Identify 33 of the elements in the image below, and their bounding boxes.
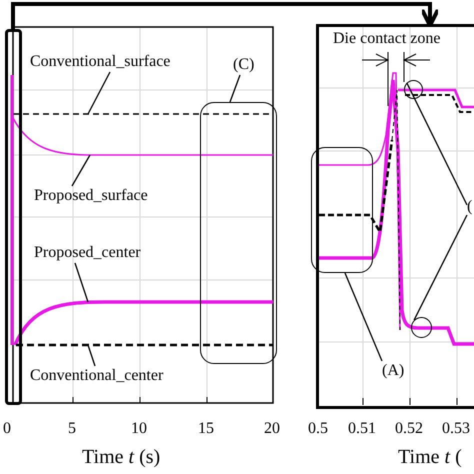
axis-title: Time t (	[398, 446, 462, 468]
dimension-label: Die contact zone	[333, 30, 440, 48]
tick-label: 0.53	[442, 420, 470, 438]
tick-label: 10	[131, 420, 147, 438]
callout-label: (A)	[382, 361, 404, 381]
leader-line	[71, 154, 91, 186]
highlight-frame	[5, 29, 22, 405]
leader-line	[344, 272, 383, 362]
highlight-frame	[200, 102, 277, 364]
leader-line	[74, 262, 89, 302]
highlight-circle	[404, 80, 423, 99]
leader-line	[406, 82, 468, 206]
callout-label: (	[467, 197, 472, 217]
callout-label: Conventional_center	[30, 366, 164, 386]
callout-label: (C)	[233, 55, 254, 75]
tick-label: 5	[68, 420, 76, 438]
leader-line	[87, 72, 111, 114]
tick-label: 0.5	[308, 420, 328, 438]
arrow	[11, 2, 440, 29]
callout-label: Proposed_center	[34, 243, 141, 263]
callout-label: Conventional_surface	[30, 52, 170, 72]
tick-label: 0	[3, 420, 11, 438]
tick-label: 20	[264, 420, 280, 438]
highlight-circle	[411, 317, 432, 338]
axis-title: Time t (s)	[82, 446, 160, 468]
callout-label: Proposed_surface	[34, 186, 148, 206]
leader-line	[229, 74, 241, 102]
highlight-frame	[311, 147, 373, 273]
tick-label: 15	[198, 420, 214, 438]
tick-label: 0.52	[395, 420, 423, 438]
tick-label: 0.51	[348, 420, 376, 438]
leader-line	[414, 214, 468, 320]
leader-line	[87, 344, 96, 366]
